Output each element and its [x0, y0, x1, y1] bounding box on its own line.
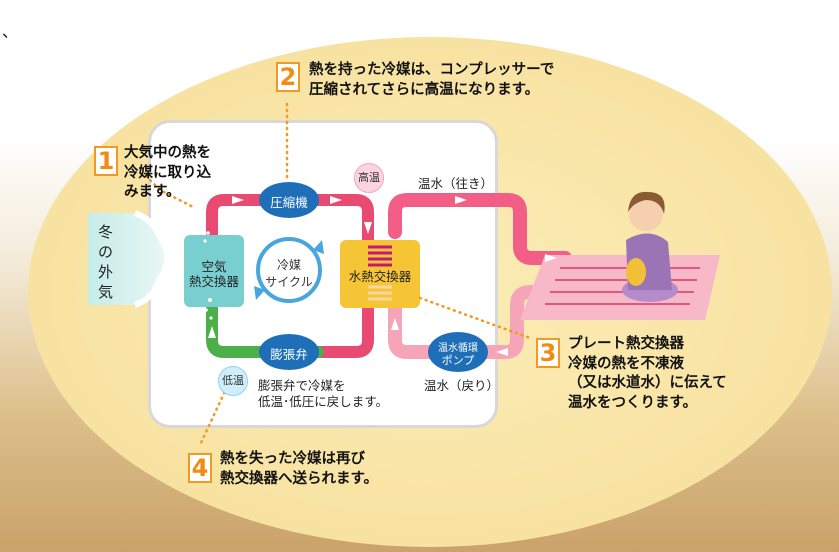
compressor-label: 圧縮機	[270, 195, 308, 210]
step-1-line-3: みます。	[124, 184, 181, 201]
step-1-line-2: 冷媒に取り込	[124, 164, 211, 181]
hot-water-return	[388, 285, 562, 359]
corner-mark: 、	[2, 22, 19, 41]
step-4-line-2: 熱交換器へ送られます。	[220, 470, 379, 487]
step-3-line-4: 温水をつくります。	[568, 394, 698, 411]
air-hx-label-line2: 熱交換器	[188, 274, 239, 289]
step-3-line-2: 冷媒の熱を不凍液	[568, 355, 684, 372]
step-1-text: 大気中の熱を 冷媒に取り込 みます。	[124, 144, 211, 203]
step-2-line-1: 熱を持った冷媒は、コンプレッサーで	[309, 62, 555, 78]
refrigerant-cold-pipe	[206, 294, 324, 358]
outside-air-arrow	[88, 210, 179, 308]
refrigerant-bubbles	[201, 224, 213, 320]
hot-water-outflow	[388, 193, 572, 265]
step-1-number: 1	[94, 146, 118, 176]
hot-water-return-label: 温水（戻り）	[424, 378, 500, 393]
step-3-line-3: （又は水道水）に伝えて	[568, 375, 727, 392]
water-heat-exchanger	[340, 240, 420, 308]
water-pump	[428, 332, 488, 372]
outside-air-label: 冬の外気	[98, 223, 114, 301]
floor-heating-mat	[520, 255, 720, 320]
high-temp-badge: 高温	[354, 163, 384, 193]
compressor	[259, 182, 319, 218]
pump-label-line1: 温水循環	[438, 343, 478, 354]
flow-arrows	[208, 196, 557, 356]
step-3-number: 3	[536, 338, 560, 368]
expansion-valve-label: 膨張弁	[270, 347, 308, 362]
refrigerant-hot-pipe-2	[312, 294, 374, 358]
water-loop	[388, 193, 572, 359]
valve-desc-line2: 低温･低圧に戻します。	[258, 394, 389, 409]
step-4-line-1: 熱を失った冷媒は再び	[220, 451, 365, 467]
step-2-line-2: 圧縮されてさらに高温になります。	[309, 81, 540, 98]
step-1-line-1: 大気中の熱を	[124, 145, 211, 161]
step-2-number: 2	[276, 62, 300, 92]
cycle-label-line1: 冷媒	[276, 258, 301, 272]
expansion-valve	[259, 334, 319, 370]
woman-illustration	[622, 191, 678, 302]
air-heat-exchanger	[184, 235, 244, 307]
low-temp-badge: 低温	[218, 366, 248, 396]
step-4-number: 4	[188, 453, 212, 483]
pump-label-line2: ポンプ	[441, 354, 475, 367]
air-hx-label-line1: 空気	[201, 259, 227, 274]
cycle-arrow	[254, 237, 324, 303]
hot-water-out-label: 温水（往き）	[418, 176, 494, 191]
step-2-text: 熱を持った冷媒は、コンプレッサーで 圧縮されてさらに高温になります。	[309, 61, 554, 100]
valve-desc-line1: 膨張弁で冷媒を	[258, 378, 346, 393]
water-hx-label: 水熱交換器	[348, 269, 412, 284]
step-3-text: プレート熱交換器 冷媒の熱を不凍液 （又は水道水）に伝えて 温水をつくります。	[568, 335, 727, 413]
cycle-label-line2: サイクル	[265, 275, 313, 289]
heat-transfer-stripes	[368, 245, 392, 301]
step-3-line-1: プレート熱交換器	[568, 336, 684, 352]
step-4-text: 熱を失った冷媒は再び 熱交換器へ送られます。	[220, 450, 378, 489]
